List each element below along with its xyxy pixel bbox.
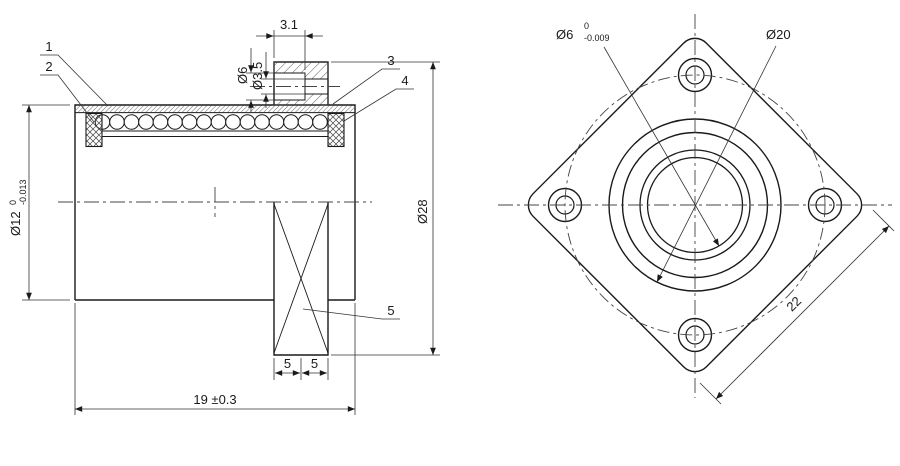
- ball: [210, 114, 227, 130]
- outer-ring-section-hatch: [76, 105, 354, 112]
- dim-flange-diameter-label: Ø28: [415, 199, 430, 224]
- centerlines-left: [58, 86, 372, 217]
- ball: [123, 114, 140, 130]
- flange-section-hatch: [273, 61, 329, 106]
- ball: [225, 114, 241, 130]
- ball: [181, 114, 198, 130]
- dimensions-left: [22, 30, 440, 415]
- dim-square-side: [699, 209, 895, 405]
- left-view: 1 2 3 4 5 3.1 Ø6 Ø3.5 Ø12 0 -0.013 Ø28 5…: [8, 17, 440, 415]
- callout-leaders: [40, 54, 414, 320]
- ball: [283, 114, 299, 130]
- dim-bore-label: Ø6: [556, 27, 573, 42]
- dim-outer-diameter-label: Ø12: [8, 211, 23, 236]
- callout-1: 1: [45, 39, 52, 54]
- callout-1-leader: [40, 54, 109, 107]
- callout-3: 3: [387, 53, 394, 68]
- flange-lower-outline: [273, 202, 329, 356]
- bearing-body-outline: [74, 61, 356, 301]
- dim-hole-label: Ø3.5: [250, 62, 265, 90]
- dim-bore-tol-lower: -0.009: [584, 33, 610, 43]
- dim-square-side-line: [715, 225, 890, 400]
- dim-square-side-label: 22: [783, 293, 804, 314]
- pitch-dim-leader: [656, 45, 777, 283]
- callout-3-leader: [332, 68, 400, 105]
- ball: [239, 114, 256, 130]
- callout-2-leader: [40, 74, 95, 123]
- ball-cage-lines: [102, 130, 328, 137]
- callout-5-leader: [302, 308, 400, 320]
- callout-5: 5: [387, 303, 394, 318]
- ball: [297, 114, 314, 130]
- dim-flange-a-label: 5: [284, 356, 291, 371]
- dim-length-label: 19 ±0.3: [193, 392, 236, 407]
- left-seal: [85, 112, 103, 148]
- ball: [312, 114, 328, 130]
- dim-outer-tol-upper: 0: [8, 200, 18, 205]
- ball: [152, 114, 169, 130]
- ball: [109, 114, 125, 130]
- seals: [85, 112, 345, 148]
- dim-outer-tol-lower: -0.013: [18, 179, 28, 205]
- leaders-right: [603, 45, 777, 283]
- ball: [196, 114, 212, 130]
- dim-pitch-circle-label: Ø20: [766, 27, 791, 42]
- callout-4-leader: [343, 88, 414, 122]
- callout-2: 2: [45, 59, 52, 74]
- bore-dim-leader: [603, 46, 720, 247]
- right-view: 22 Ø6 0 -0.009 Ø20: [498, 14, 895, 405]
- right-seal: [327, 112, 345, 148]
- dim-flange-b-label: 5: [311, 356, 318, 371]
- dim-outer-diameter-group: Ø12 0 -0.013: [8, 179, 28, 236]
- dim-counterbore-label: Ø6: [235, 67, 250, 84]
- ball: [167, 114, 183, 130]
- dim-bore-tol-upper: 0: [584, 21, 589, 31]
- flange-cross-mark: [273, 203, 329, 354]
- callout-4: 4: [401, 73, 408, 88]
- ball: [268, 114, 285, 130]
- ball: [138, 114, 154, 130]
- ball: [254, 114, 270, 130]
- dim-slot-width-label: 3.1: [280, 17, 298, 32]
- ball-row: [94, 114, 328, 130]
